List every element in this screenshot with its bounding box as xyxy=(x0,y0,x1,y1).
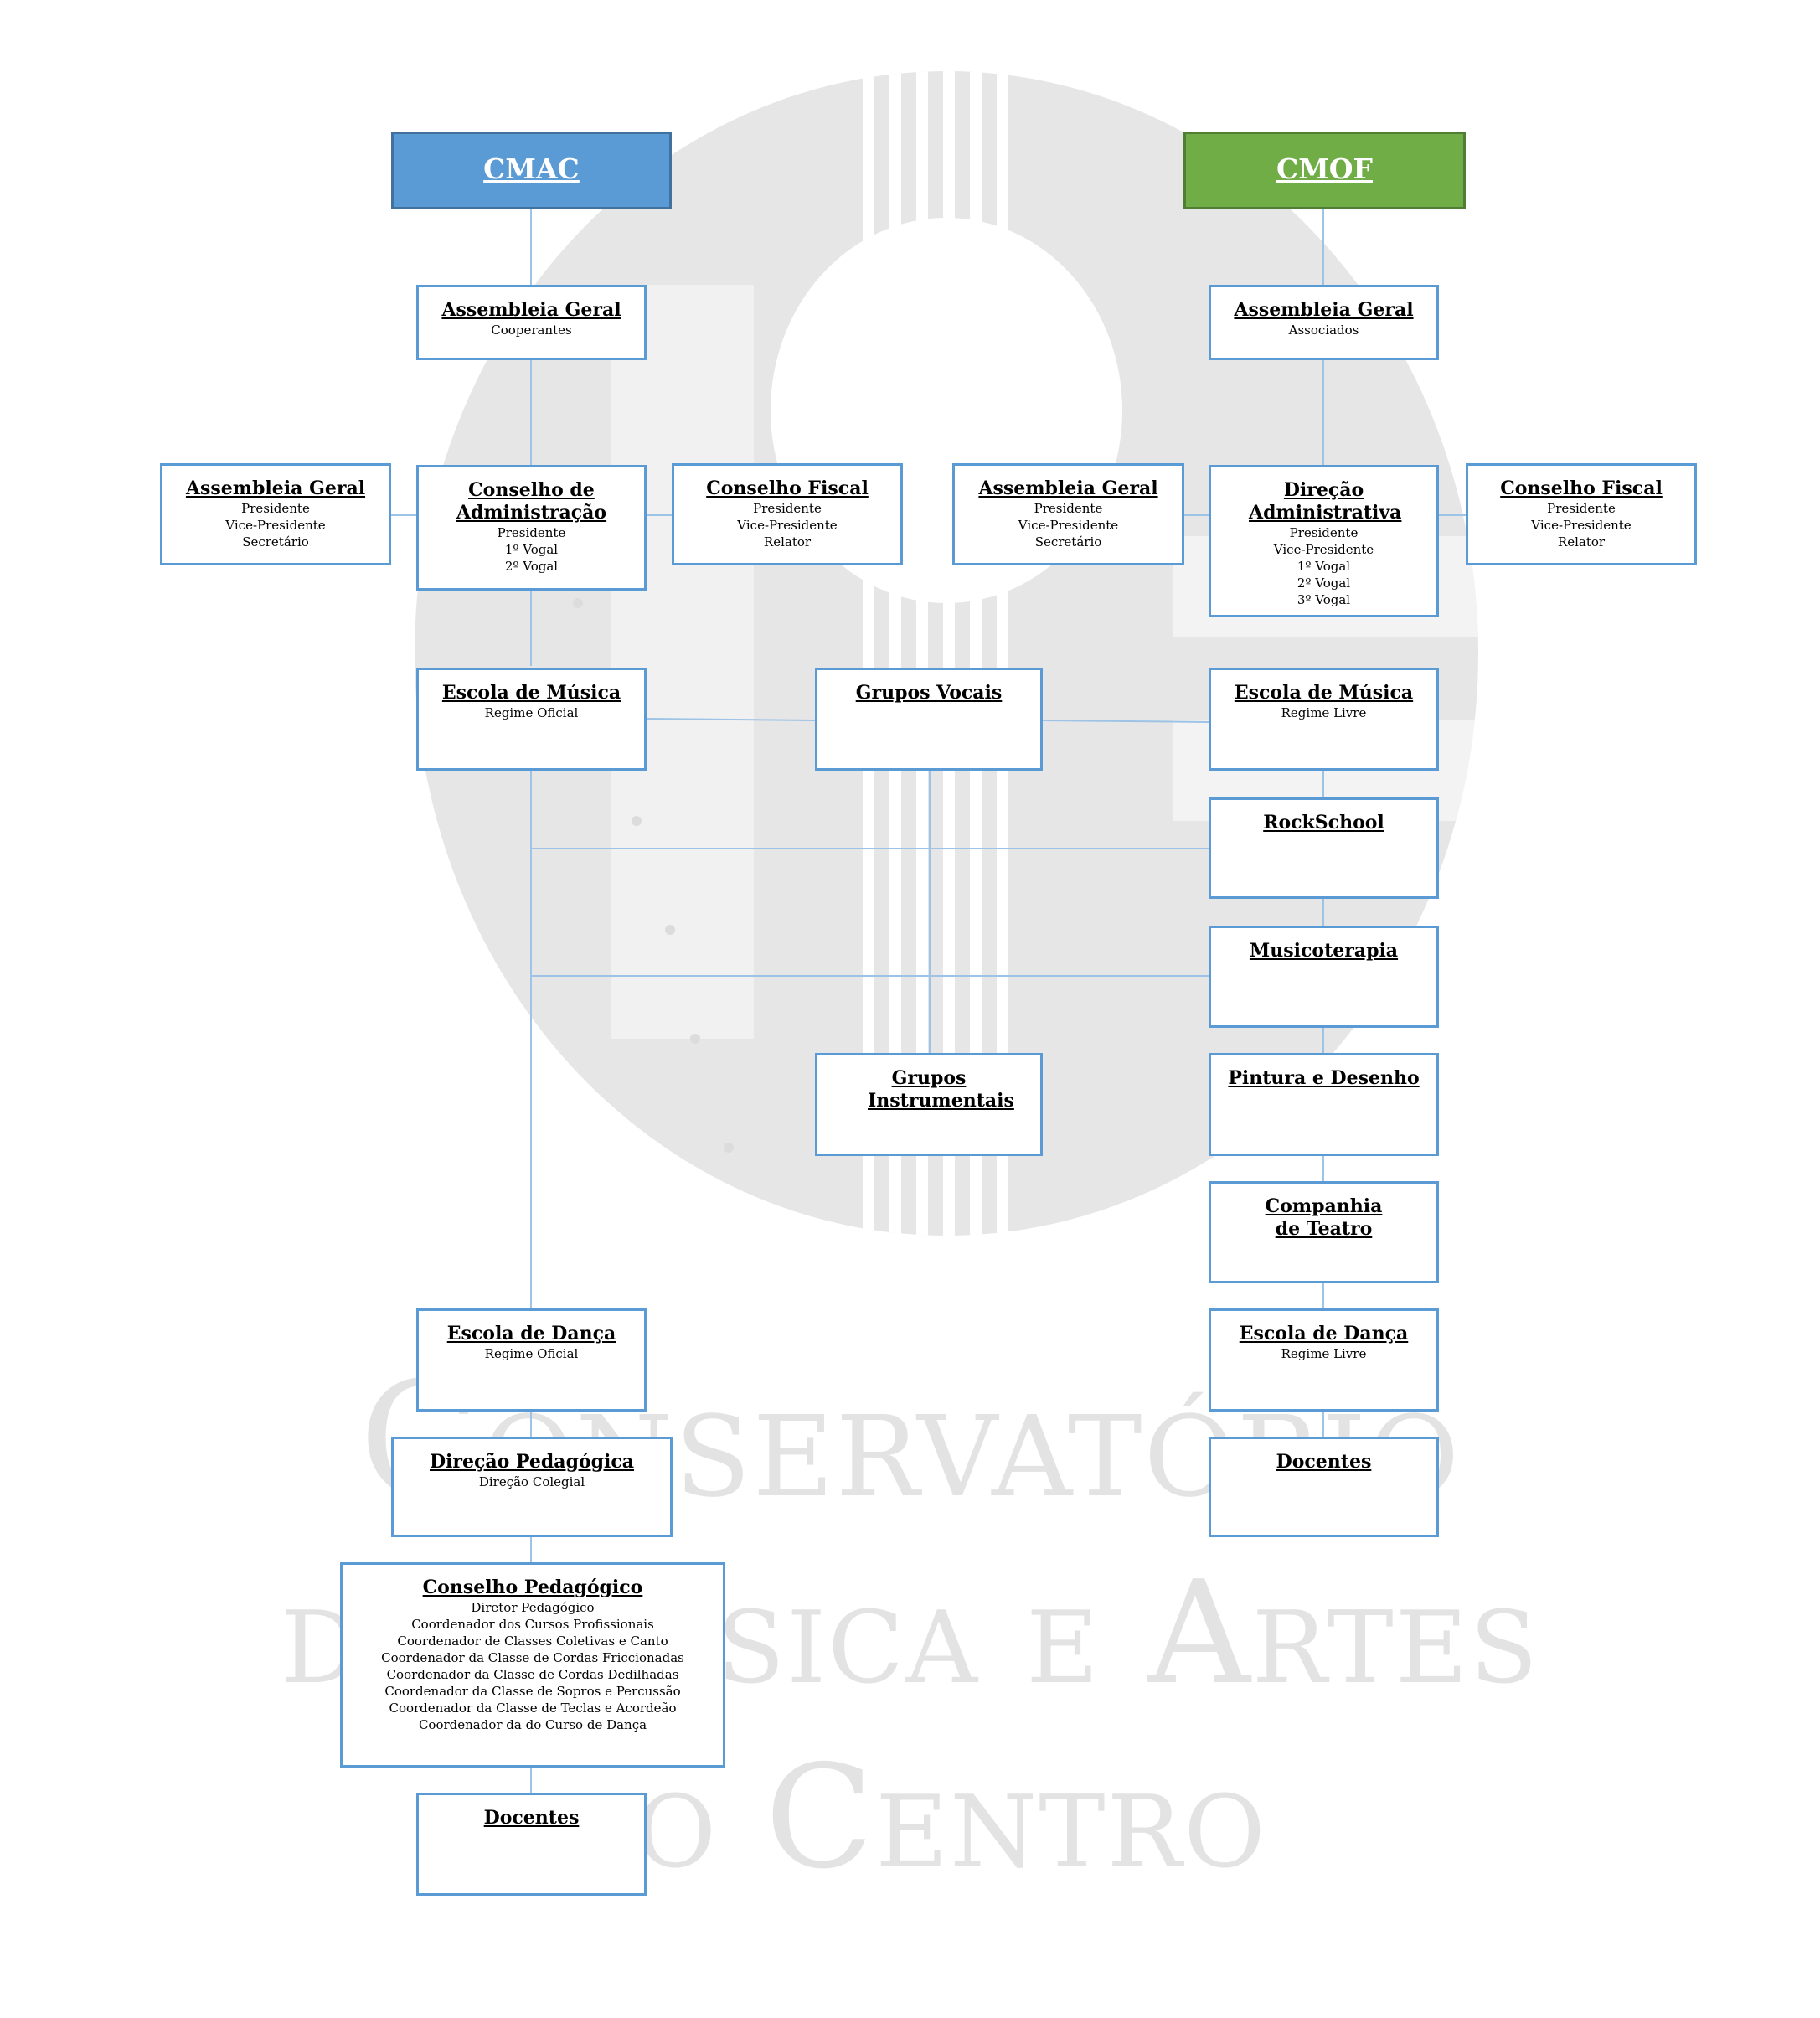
node-title: Escola de Dança xyxy=(1239,1323,1409,1344)
node-line: Coordenador da Classe de Cordas Friccion… xyxy=(381,1650,684,1665)
node-subtitle: Associados xyxy=(1288,323,1359,338)
node-line: Vice-Presidente xyxy=(1531,518,1632,533)
node-line: Presidente xyxy=(1289,525,1359,540)
node-subtitle: Cooperantes xyxy=(491,323,572,338)
node-title: Direção Pedagógica xyxy=(429,1451,635,1473)
node-line: Presidente xyxy=(753,501,822,516)
node-line: Vice-Presidente xyxy=(225,518,326,533)
node-line: Coordenador da Classe de Sopros e Percus… xyxy=(384,1684,681,1699)
cmac-header: CMAC xyxy=(391,132,672,209)
cmac-direcao-pedagogica-box: Direção Pedagógica Direção Colegial xyxy=(391,1437,673,1537)
cmac-escola-musica-box: Escola de Música Regime Oficial xyxy=(416,668,647,771)
connector xyxy=(647,718,816,721)
cmof-escola-danca-box: Escola de Dança Regime Livre xyxy=(1209,1308,1439,1412)
node-subtitle: Regime Livre xyxy=(1281,705,1367,720)
cmof-mesa-assembleia-box: Assembleia Geral Presidente Vice-Preside… xyxy=(952,463,1184,565)
node-line: Coordenador da do Curso de Dança xyxy=(418,1717,647,1732)
node-title: Assembleia Geral xyxy=(441,299,621,321)
node-line: Coordenador da Classe de Teclas e Acorde… xyxy=(389,1701,677,1716)
node-line: Relator xyxy=(1557,534,1606,550)
node-line: 1º Vogal xyxy=(504,542,559,557)
cmof-pintura-desenho-box: Pintura e Desenho xyxy=(1209,1053,1439,1156)
node-title: Escola de Música xyxy=(1234,682,1414,704)
node-title: Conselho de Administração xyxy=(456,479,607,524)
cmof-direcao-administrativa-box: Direção Administrativa Presidente Vice-P… xyxy=(1209,465,1439,617)
node-title: Escola de Dança xyxy=(446,1323,616,1344)
node-line: Presidente xyxy=(241,501,310,516)
node-line: 3º Vogal xyxy=(1297,592,1351,607)
cmof-musicoterapia-box: Musicoterapia xyxy=(1209,926,1439,1028)
node-line: Secretário xyxy=(1034,534,1102,550)
node-line: Diretor Pedagógico xyxy=(471,1600,595,1615)
node-title: Assembleia Geral xyxy=(1234,299,1414,321)
node-subtitle: Regime Oficial xyxy=(484,1346,579,1361)
node-title: Direção Administrativa xyxy=(1249,479,1402,524)
cmof-conselho-fiscal-box: Conselho Fiscal Presidente Vice-Presiden… xyxy=(1466,463,1697,565)
node-line: Coordenador dos Cursos Profissionais xyxy=(411,1617,654,1632)
node-title: Grupos Instrumentais xyxy=(868,1067,1014,1112)
connector xyxy=(1042,720,1209,723)
node-line: 2º Vogal xyxy=(504,559,559,574)
cmof-companhia-teatro-box: Companhia de Teatro xyxy=(1209,1181,1439,1283)
node-title: Conselho Fiscal xyxy=(706,477,869,499)
cmac-conselho-pedagogico-box: Conselho Pedagógico Diretor Pedagógico C… xyxy=(340,1562,725,1768)
cmof-escola-musica-box: Escola de Música Regime Livre xyxy=(1209,668,1439,771)
node-line: Presidente xyxy=(1547,501,1616,516)
cmof-docentes-box: Docentes xyxy=(1209,1437,1439,1537)
cmof-header: CMOF xyxy=(1183,132,1466,209)
cmac-conselho-fiscal-box: Conselho Fiscal Presidente Vice-Presiden… xyxy=(672,463,903,565)
node-line: Secretário xyxy=(242,534,309,550)
cmac-docentes-box: Docentes xyxy=(416,1793,647,1896)
node-title: Docentes xyxy=(483,1807,580,1829)
cmof-rockschool-box: RockSchool xyxy=(1209,797,1439,899)
node-line: Vice-Presidente xyxy=(1273,542,1374,557)
node-subtitle: Direção Colegial xyxy=(478,1474,585,1489)
node-line: Coordenador de Classes Coletivas e Canto xyxy=(397,1633,668,1649)
node-line: 1º Vogal xyxy=(1297,559,1351,574)
node-title: Musicoterapia xyxy=(1249,940,1399,962)
node-title: RockSchool xyxy=(1263,812,1384,834)
node-line: Vice-Presidente xyxy=(1018,518,1119,533)
cmof-assembleia-geral-box: Assembleia Geral Associados xyxy=(1209,285,1439,360)
watermark-text-line-3: do Centro xyxy=(553,1735,1267,1901)
node-line: Relator xyxy=(763,534,812,550)
grupos-vocais-box: Grupos Vocais xyxy=(815,668,1043,771)
node-line: Presidente xyxy=(497,525,566,540)
node-line: Presidente xyxy=(1034,501,1103,516)
node-title: Conselho Pedagógico xyxy=(422,1577,643,1598)
node-title: Grupos Vocais xyxy=(855,682,1003,704)
grupos-instrumentais-box: Grupos Instrumentais xyxy=(815,1053,1043,1156)
cmac-assembleia-geral-box: Assembleia Geral Cooperantes xyxy=(416,285,647,360)
cmac-conselho-administracao-box: Conselho de Administração Presidente 1º … xyxy=(416,465,647,591)
node-title: Conselho Fiscal xyxy=(1500,477,1663,499)
node-subtitle: Regime Livre xyxy=(1281,1346,1367,1361)
node-title: Assembleia Geral xyxy=(978,477,1158,499)
node-title: Docentes xyxy=(1276,1451,1372,1473)
node-line: Coordenador da Classe de Cordas Dedilhad… xyxy=(386,1667,679,1682)
node-title: Escola de Música xyxy=(441,682,621,704)
cmac-mesa-assembleia-box: Assembleia Geral Presidente Vice-Preside… xyxy=(160,463,391,565)
node-subtitle: Regime Oficial xyxy=(484,705,579,720)
node-title: Companhia de Teatro xyxy=(1265,1195,1383,1240)
node-line: 2º Vogal xyxy=(1297,575,1351,591)
cmac-escola-danca-box: Escola de Dança Regime Oficial xyxy=(416,1308,647,1412)
node-title: Assembleia Geral xyxy=(185,477,366,499)
node-title: Pintura e Desenho xyxy=(1228,1067,1420,1089)
node-line: Vice-Presidente xyxy=(737,518,838,533)
